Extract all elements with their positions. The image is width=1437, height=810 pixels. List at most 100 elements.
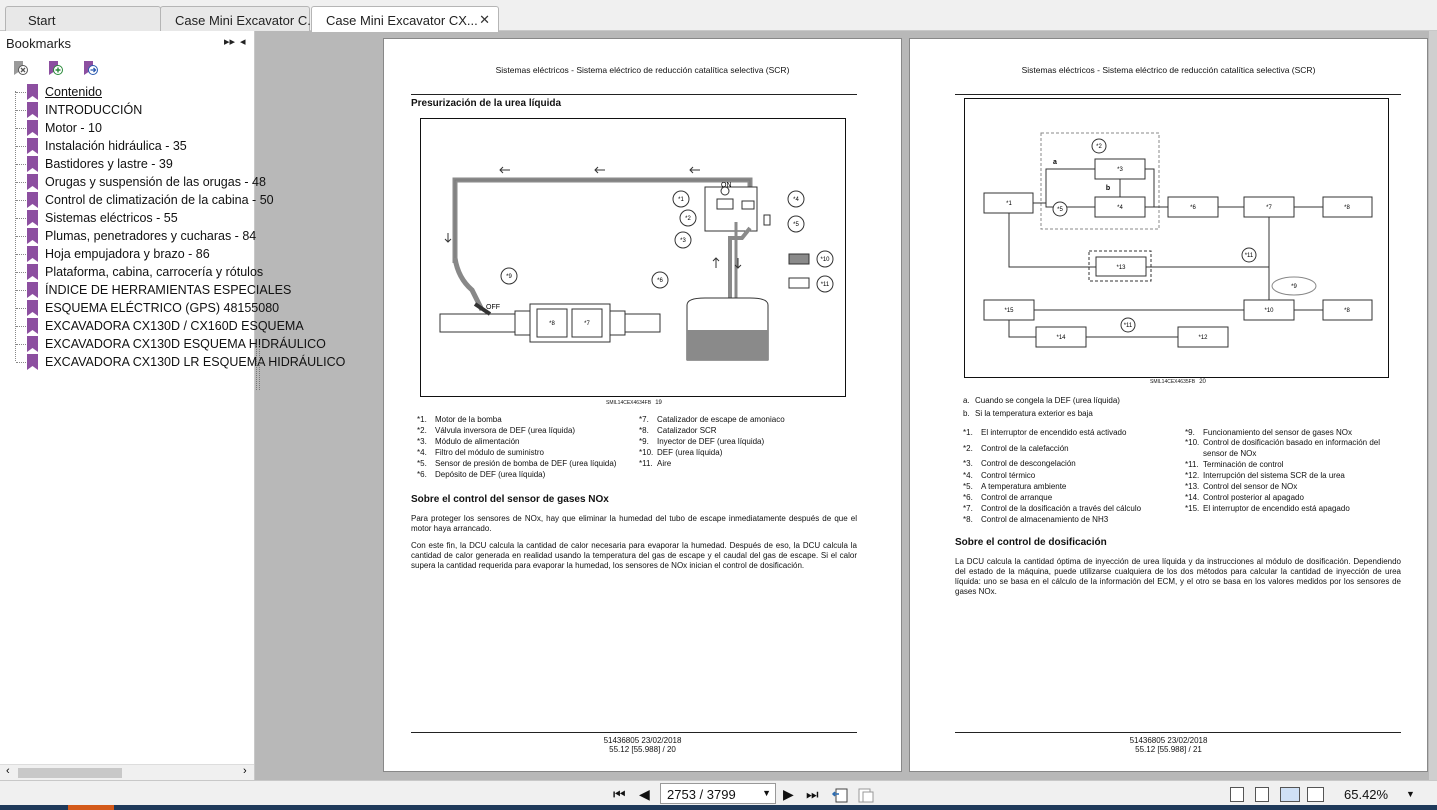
scroll-left-icon[interactable]: ‹ [6, 765, 10, 777]
bookmark-icon [27, 228, 38, 244]
page-number: 55.12 [55.988] / 21 [1135, 745, 1202, 754]
back-view-icon[interactable] [831, 786, 849, 804]
tab-label: Case Mini Excavator C... [175, 13, 319, 28]
scroll-right-icon[interactable]: › [243, 765, 247, 777]
bookmark-item[interactable]: Hoja empujadora y brazo - 86 [0, 245, 254, 263]
legend-item: *9.Funcionamiento del sensor de gases NO… [1185, 428, 1352, 437]
legend-item: *6.Depósito de DEF (urea líquida) [417, 470, 546, 479]
bookmark-label: Hoja empujadora y brazo - 86 [45, 247, 210, 261]
bookmark-item[interactable]: ESQUEMA ELÉCTRICO (GPS) 48155080 [0, 299, 279, 317]
page-number-input[interactable]: 2753 / 3799▼ [660, 783, 776, 804]
zoom-dropdown-icon[interactable]: ▼ [1406, 789, 1415, 799]
heater-group [1040, 132, 1160, 230]
os-taskbar [0, 805, 1437, 810]
zoom-level[interactable]: 65.42% [1344, 787, 1389, 802]
bookmark-tree: Contenido INTRODUCCIÓN Motor - 10 Instal… [0, 83, 345, 763]
callout-1: *1 [678, 197, 684, 203]
previous-page-icon[interactable]: ◀ [639, 786, 650, 802]
bookmark-icon [27, 138, 38, 154]
bookmark-item[interactable]: Motor - 10 [0, 119, 254, 137]
tree-connector [16, 290, 26, 291]
legend-item: *10.Control de dosificación basado en in… [1185, 438, 1380, 458]
tree-connector [16, 146, 26, 147]
legend-item: *4.Control térmico [963, 471, 1036, 480]
node-1: *1 [1006, 201, 1012, 207]
tab-document-1[interactable]: Case Mini Excavator C... [160, 6, 318, 31]
document-page-right: Sistemas eléctricos - Sistema eléctrico … [909, 38, 1428, 772]
paragraph: Con este fin, la DCU calcula la cantidad… [411, 541, 857, 570]
forward-view-icon[interactable] [857, 786, 875, 804]
branch-b-label: b [1106, 185, 1110, 192]
node-9: *9 [1291, 284, 1297, 290]
add-bookmark-icon[interactable] [46, 59, 64, 77]
tab-document-2[interactable]: Case Mini Excavator CX...✕ [311, 6, 499, 32]
node-2: *2 [1096, 144, 1102, 150]
bookmark-item[interactable]: Contenido [0, 83, 254, 101]
bookmark-item[interactable]: Instalación hidráulica - 35 [0, 137, 254, 155]
page-number: 55.12 [55.988] / 20 [609, 745, 676, 754]
first-page-icon[interactable]: ⏮ [613, 786, 626, 802]
bookmark-item[interactable]: Plataforma, cabina, carrocería y rótulos [0, 263, 263, 281]
legend-item: *2.Válvula inversora de DEF (urea líquid… [417, 426, 576, 435]
tree-connector [16, 236, 26, 237]
chevron-down-icon[interactable]: ▼ [762, 788, 771, 798]
close-icon[interactable]: ✕ [479, 12, 490, 27]
continuous-facing-view-icon[interactable] [1307, 787, 1324, 802]
legend-item: *8.Catalizador SCR [639, 426, 717, 435]
bookmark-icon [27, 174, 38, 190]
tree-connector [16, 272, 26, 273]
document-vertical-scrollbar[interactable] [1429, 31, 1437, 780]
def-swatch [788, 253, 810, 265]
legend-item: *5.Sensor de presión de bomba de DEF (ur… [417, 459, 617, 468]
node-15: *15 [1004, 308, 1014, 314]
node-10: *10 [1264, 308, 1274, 314]
bookmark-item[interactable]: EXCAVADORA CX130D ESQUEMA HIDRÁULICO [0, 335, 326, 353]
bookmark-item[interactable]: Orugas y suspensión de las orugas - 48 [0, 173, 266, 191]
bookmark-label: Motor - 10 [45, 121, 102, 135]
tab-label: Start [28, 13, 56, 28]
tab-label: Case Mini Excavator CX... [326, 13, 478, 28]
single-page-view-icon[interactable] [1230, 787, 1244, 802]
node-11: *11 [1245, 253, 1254, 259]
sidebar-horizontal-scrollbar[interactable]: ‹ › [0, 764, 254, 780]
figure-notes: a.Cuando se congela la DEF (urea líquida… [963, 395, 1263, 418]
callout-5: *5 [793, 222, 799, 228]
bookmark-label: EXCAVADORA CX130D LR ESQUEMA HIDRÁULICO [45, 355, 346, 369]
legend-item: *7.Control de la dosificación a través d… [963, 504, 1142, 513]
legend-item: *4.Filtro del módulo de suministro [417, 448, 544, 457]
next-page-icon[interactable]: ▶ [783, 786, 794, 802]
bookmark-item[interactable]: ÍNDICE DE HERRAMIENTAS ESPECIALES [0, 281, 291, 299]
tree-connector [16, 254, 26, 255]
bookmark-icon [27, 282, 38, 298]
delete-bookmark-icon[interactable] [11, 59, 29, 77]
panel-splitter[interactable] [256, 345, 260, 390]
bookmark-label: ÍNDICE DE HERRAMIENTAS ESPECIALES [45, 283, 292, 297]
last-page-icon[interactable]: ⏭ [806, 786, 819, 802]
taskbar-app[interactable] [68, 805, 114, 810]
continuous-view-icon[interactable] [1255, 787, 1269, 802]
bookmark-icon [27, 246, 38, 262]
bookmark-item[interactable]: Plumas, penetradores y cucharas - 84 [0, 227, 257, 245]
bookmark-item[interactable]: Bastidores y lastre - 39 [0, 155, 254, 173]
collapse-panel-icon[interactable]: ◂ [240, 36, 246, 48]
go-to-bookmark-icon[interactable] [81, 59, 99, 77]
node-14: *14 [1056, 335, 1066, 341]
bookmark-label: Plumas, penetradores y cucharas - 84 [45, 229, 257, 243]
callout-2: *2 [685, 216, 691, 222]
bookmark-item[interactable]: INTRODUCCIÓN [0, 101, 254, 119]
callout-11: *11 [821, 282, 830, 288]
bookmark-item[interactable]: Sistemas eléctricos - 55 [0, 209, 254, 227]
expand-panel-icon[interactable]: ▸▸ [224, 36, 236, 48]
bookmark-item[interactable]: Control de climatización de la cabina - … [0, 191, 274, 209]
facing-pages-view-icon[interactable] [1280, 787, 1300, 802]
bookmark-icon [27, 210, 38, 226]
node-11b: *11 [1124, 323, 1133, 329]
scrollbar-thumb[interactable] [18, 768, 122, 778]
bookmark-item[interactable]: EXCAVADORA CX130D LR ESQUEMA HIDRÁULICO [0, 353, 345, 371]
callout-3: *3 [680, 238, 686, 244]
node-4: *4 [1117, 205, 1123, 211]
bookmark-item[interactable]: EXCAVADORA CX130D / CX160D ESQUEMA [0, 317, 304, 335]
tab-start[interactable]: Start [5, 6, 161, 31]
node-12: *12 [1198, 335, 1208, 341]
